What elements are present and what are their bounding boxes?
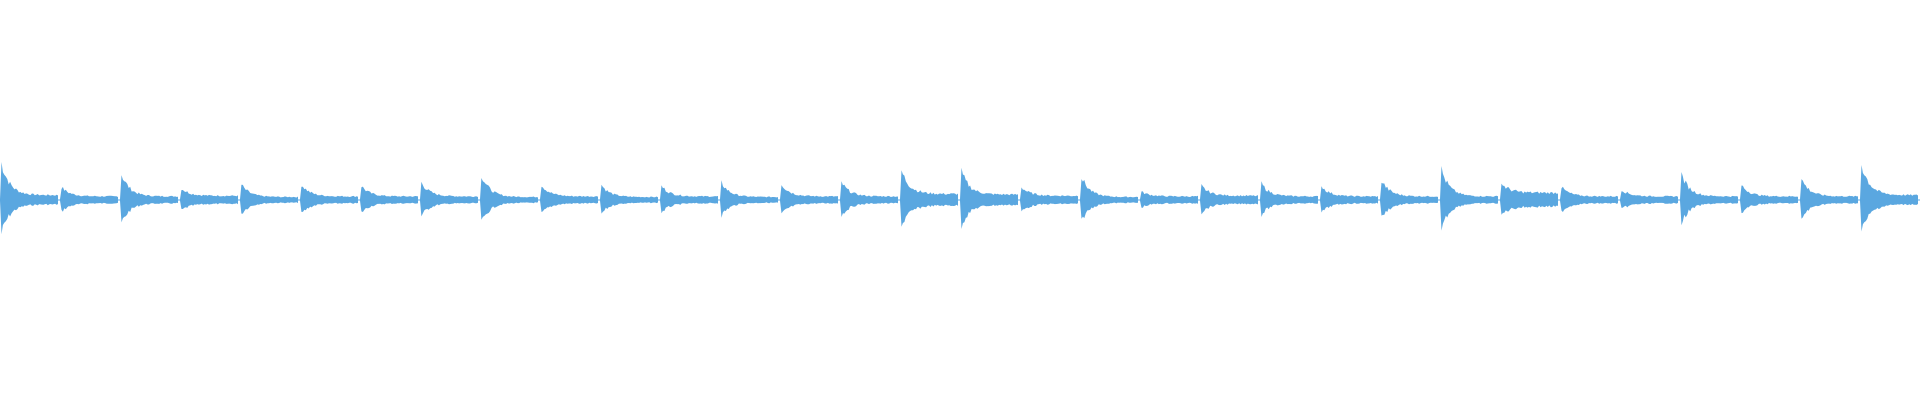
waveform-segments [0,162,1918,235]
waveform-segment [60,186,118,212]
waveform-segment [120,175,178,223]
waveform-segment [1080,179,1138,219]
waveform-segment [1140,191,1198,208]
waveform-segment [180,190,238,209]
waveform-segment [420,181,478,217]
waveform-segment [1620,191,1678,208]
waveform-segment [600,184,658,214]
waveform-segment [300,186,358,212]
waveform-segment [720,180,778,218]
waveform-segment [660,185,718,214]
waveform-segment [0,162,58,235]
waveform-segment [1680,172,1738,226]
waveform-segment [1380,182,1438,216]
waveform-segment [360,186,418,212]
waveform-segment [1560,186,1618,212]
waveform-segment [1260,181,1318,217]
waveform-segment [1860,165,1918,232]
waveform-segment [540,186,598,212]
waveform-segment [780,185,838,214]
waveform-segment [1440,166,1498,231]
waveform-segment [1320,186,1378,213]
waveform-segment [840,181,898,217]
waveform-segment [900,170,958,227]
waveform-segment [1800,179,1858,219]
waveform-segment [1500,183,1558,215]
waveform-segment [240,184,298,214]
waveform-segment [480,178,538,220]
waveform-segment [1200,184,1258,215]
waveform-segment [960,167,1018,229]
waveform-segment [1020,187,1078,212]
waveform-segment [1740,185,1798,214]
